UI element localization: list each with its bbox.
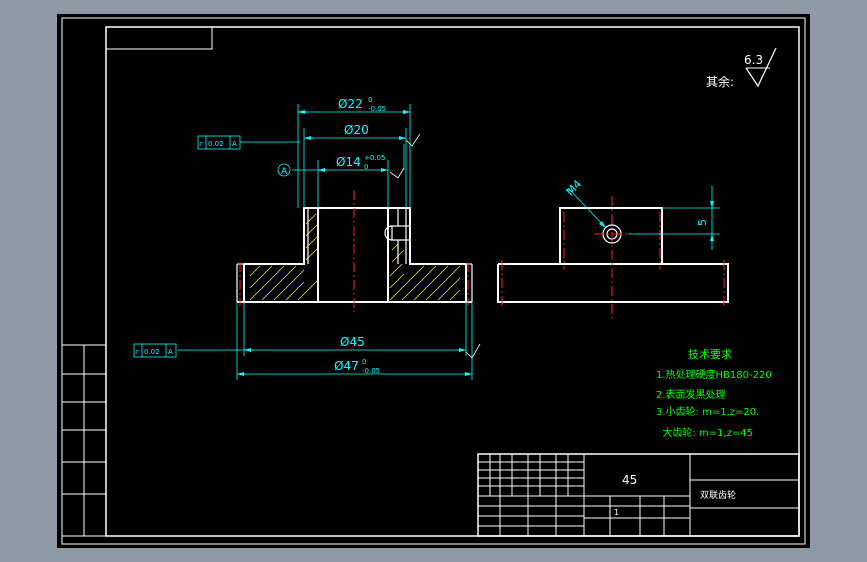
tech-line-4: 大齿轮: m=1,z=45: [656, 426, 753, 439]
dim-d22-text: Ø22: [338, 97, 363, 111]
tol-top-symbol: r: [200, 140, 203, 148]
part-name-text: 双联齿轮: [700, 489, 736, 501]
side-stamp-column: [61, 344, 107, 537]
roughness-symbol: 其余: 6.3: [706, 47, 777, 89]
tolerance-frame-top: r 0.02 A: [197, 135, 300, 150]
scale-text: 1: [614, 508, 619, 517]
tech-line-2: 2.表面发黑处理: [656, 388, 726, 401]
dim-d47-lower: -0.05: [362, 367, 380, 375]
section-hatch: [249, 213, 461, 301]
dim-d22-upper: 0: [368, 96, 372, 104]
drawing-paper: [57, 14, 810, 548]
material-text: 45: [622, 473, 637, 487]
outer-frame: [61, 17, 806, 545]
dim-d14-upper: +0.05: [364, 154, 385, 162]
roughness-value: 6.3: [744, 53, 763, 67]
drawing-border: [105, 26, 800, 537]
tol-bottom-symbol: r: [136, 348, 139, 356]
tech-title: 技术要求: [688, 348, 732, 361]
tech-line-1: 1.热处理硬度HB180-220: [656, 368, 772, 381]
tech-line-3: 3.小齿轮: m=1,z=20.: [656, 405, 759, 418]
front-section-view: [236, 190, 473, 312]
height-5-label: 5: [696, 219, 709, 226]
datum-a-letter: A: [281, 167, 288, 177]
corner-box: [105, 26, 213, 50]
dim-d20-text: Ø20: [344, 123, 369, 137]
dim-d14-lower: 0: [364, 163, 368, 171]
dim-d47-text: Ø47: [334, 359, 359, 373]
tol-bottom-datum: A: [168, 348, 173, 356]
side-view: M4 5: [497, 178, 729, 322]
dim-d22-lower: -0.05: [368, 105, 386, 113]
dimension-arrows: [237, 110, 472, 376]
dim-d45-text: Ø45: [340, 335, 365, 349]
front-roughness-marks: [389, 133, 481, 359]
title-block: [477, 453, 800, 537]
tol-bottom-value: 0.02: [144, 348, 160, 356]
tol-top-datum: A: [232, 140, 237, 148]
front-dimensions: [178, 104, 473, 380]
tol-top-value: 0.02: [208, 140, 224, 148]
roughness-prefix: 其余:: [706, 74, 734, 89]
dim-d14-text: Ø14: [336, 155, 361, 169]
dim-d47-upper: 0: [362, 358, 366, 366]
tolerance-frame-bottom: r 0.02 A: [133, 343, 177, 358]
tech-requirements: 技术要求 1.热处理硬度HB180-220 2.表面发黑处理 3.小齿轮: m=…: [656, 348, 772, 439]
datum-a-symbol: A: [277, 163, 291, 177]
